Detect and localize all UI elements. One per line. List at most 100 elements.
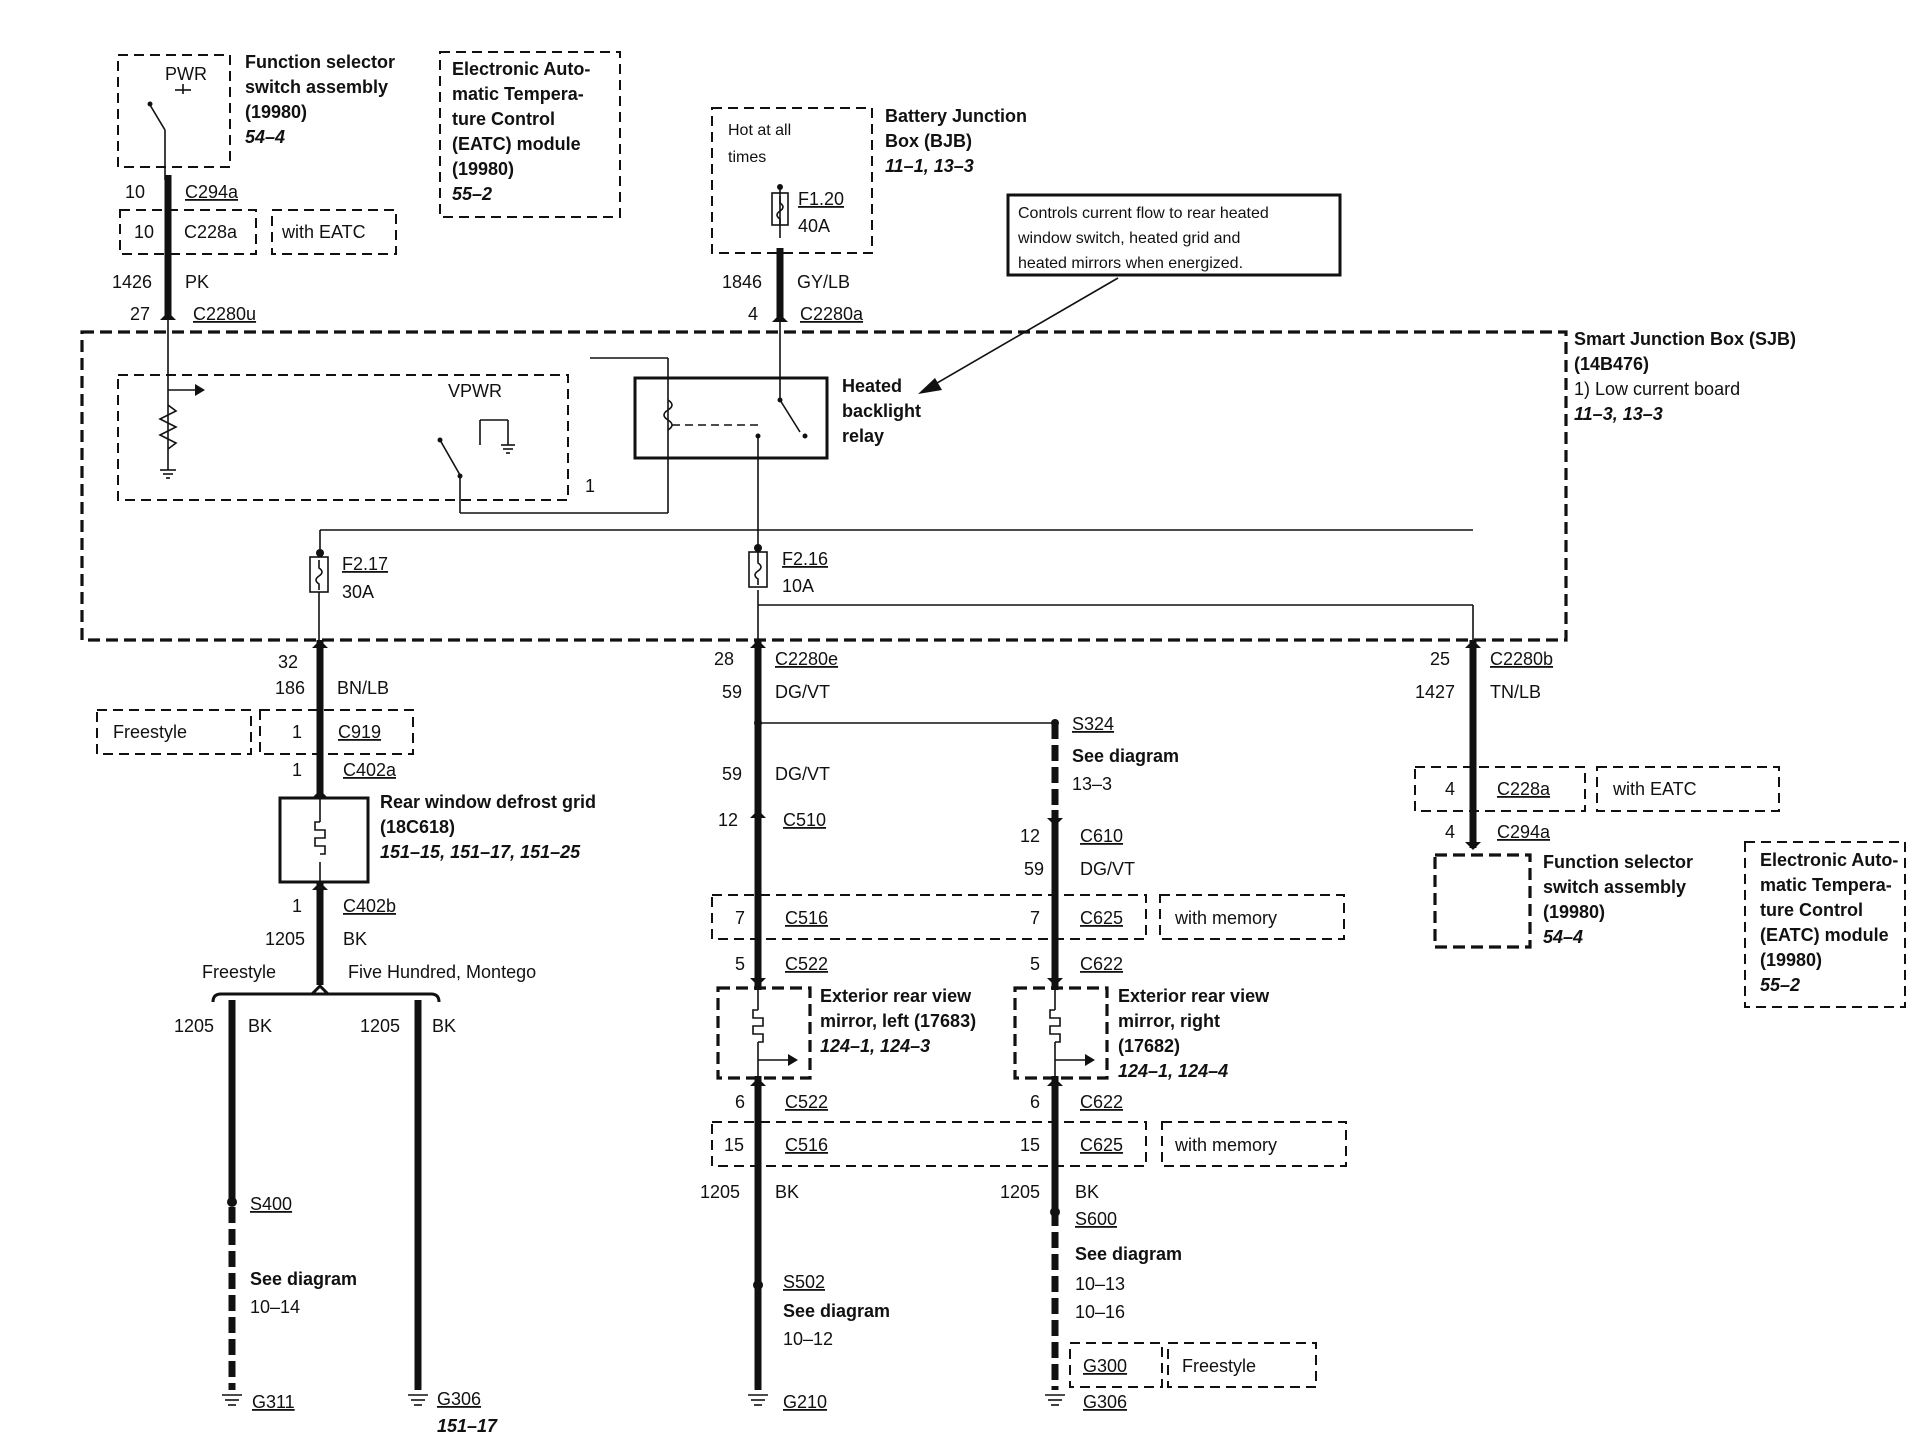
s400-ref: 10–14: [250, 1297, 300, 1317]
circ-1426: 1426: [112, 272, 152, 292]
g300-box: [1069, 1342, 1163, 1388]
sjb-title-1: Smart Junction Box (SJB): [1574, 329, 1796, 349]
c228a-right-label: C228a: [1497, 779, 1551, 799]
g306-left-label: G306: [437, 1389, 481, 1409]
eatc-right-title-4: (EATC) module: [1760, 925, 1889, 945]
c516b-pin: 15: [724, 1135, 744, 1155]
fss-right-title-1: Function selector: [1543, 852, 1693, 872]
circ-1846: 1846: [722, 272, 762, 292]
c622b-label: C622: [1080, 1092, 1123, 1112]
callout-box: [1006, 193, 1342, 277]
r-circ: 1205: [360, 1016, 400, 1036]
eatc-top-title-3: ture Control: [452, 109, 555, 129]
c919-label: C919: [338, 722, 381, 742]
dgvt-label: DG/VT: [775, 682, 830, 702]
c402b-pin: 1: [292, 896, 302, 916]
c516-label: C516: [785, 908, 828, 928]
mirror-right-title-2: mirror, right: [1118, 1011, 1220, 1031]
s600-label: S600: [1075, 1209, 1117, 1229]
right-bk: BK: [1075, 1182, 1099, 1202]
c625-pin: 7: [1030, 908, 1040, 928]
eatc-top-title-5: (19980): [452, 159, 514, 179]
circ-186: 186: [275, 678, 305, 698]
f217-amps: 30A: [342, 582, 374, 602]
c625b-label: C625: [1080, 1135, 1123, 1155]
mirror-right-title-3: (17682): [1118, 1036, 1180, 1056]
eatc-right-title-2: matic Tempera-: [1760, 875, 1892, 895]
g300-label: G300: [1083, 1356, 1127, 1376]
c522-pin: 5: [735, 954, 745, 974]
c625b-pin: 15: [1020, 1135, 1040, 1155]
c516b-box: [711, 1121, 1147, 1167]
grid-title-2: (18C618): [380, 817, 455, 837]
with-memory2: with memory: [1174, 1135, 1277, 1155]
eatc-top-title-4: (EATC) module: [452, 134, 581, 154]
f216-label: F2.16: [782, 549, 828, 569]
pwr-label: PWR: [165, 64, 207, 84]
s600-ref2: 10–16: [1075, 1302, 1125, 1322]
eatc-top-ref: 55–2: [452, 184, 492, 204]
mirror-left-motor: [752, 1009, 764, 1043]
g306-left-ref: 151–17: [437, 1416, 498, 1436]
c2280u-label: C2280u: [193, 304, 256, 324]
c522b-pin: 6: [735, 1092, 745, 1112]
c294a-pin: 10: [125, 182, 145, 202]
c919-pin: 1: [292, 722, 302, 742]
mirror-left-title-2: mirror, left (17683): [820, 1011, 976, 1031]
s324-ref: 13–3: [1072, 774, 1112, 794]
callout-2: window switch, heated grid and: [1017, 230, 1240, 247]
gylb-label: GY/LB: [797, 272, 850, 292]
l-circ: 1205: [174, 1016, 214, 1036]
eatc-right-title-5: (19980): [1760, 950, 1822, 970]
eatc-top-title-2: matic Tempera-: [452, 84, 584, 104]
freestyle-left: Freestyle: [113, 722, 187, 742]
c228a-right-pin: 4: [1445, 779, 1455, 799]
mirror-right-box: [1013, 986, 1109, 1080]
c294a-label: C294a: [185, 182, 239, 202]
r-bk: BK: [432, 1016, 456, 1036]
c228a-right-box: [1414, 766, 1586, 812]
s324-see: See diagram: [1072, 746, 1179, 766]
note-1: 1: [585, 476, 595, 496]
s400-label: S400: [250, 1194, 292, 1214]
fuse-f216: [748, 551, 768, 588]
fss-top-title-1: Function selector: [245, 52, 395, 72]
c510-pin: 12: [718, 810, 738, 830]
c402a-label: C402a: [343, 760, 397, 780]
resistor: [158, 404, 178, 450]
s600-see: See diagram: [1075, 1244, 1182, 1264]
s400-see: See diagram: [250, 1269, 357, 1289]
vpwr-label: VPWR: [448, 381, 502, 401]
eatc-top-title-1: Electronic Auto-: [452, 59, 590, 79]
callout-1: Controls current flow to rear heated: [1018, 205, 1269, 222]
bjb-title-1: Battery Junction: [885, 106, 1027, 126]
mid-bk: BK: [775, 1182, 799, 1202]
callout-arrow: [924, 277, 1119, 391]
heated-backlight-relay: [633, 376, 829, 460]
s502-see: See diagram: [783, 1301, 890, 1321]
ground-g306-left-icon: [408, 1394, 428, 1406]
circ-59: 59: [722, 682, 742, 702]
s502-label: S502: [783, 1272, 825, 1292]
freestyle-mid: Freestyle: [1182, 1356, 1256, 1376]
c622-pin: 5: [1030, 954, 1040, 974]
with-memory: with memory: [1174, 908, 1277, 928]
with-memory-box: [1159, 894, 1345, 940]
eatc-right-title-3: ture Control: [1760, 900, 1863, 920]
with-memory2-box: [1161, 1121, 1347, 1167]
pin-32: 32: [278, 652, 298, 672]
mirror-right-ref: 124–1, 124–4: [1118, 1061, 1228, 1081]
mirror-left-title-1: Exterior rear view: [820, 986, 972, 1006]
circ-1427: 1427: [1415, 682, 1455, 702]
fuse-f120: [771, 192, 789, 226]
ground-g210-icon: [748, 1394, 768, 1406]
c2280e-label: C2280e: [775, 649, 838, 669]
low-current-switch: [439, 439, 461, 476]
relay-label-3: relay: [842, 426, 884, 446]
c228a-label: C228a: [184, 222, 238, 242]
eatc-top-box: [439, 51, 621, 218]
fss-top-ref: 54–4: [245, 127, 285, 147]
grid-ref: 151–15, 151–17, 151–25: [380, 842, 581, 862]
c522b-label: C522: [785, 1092, 828, 1112]
